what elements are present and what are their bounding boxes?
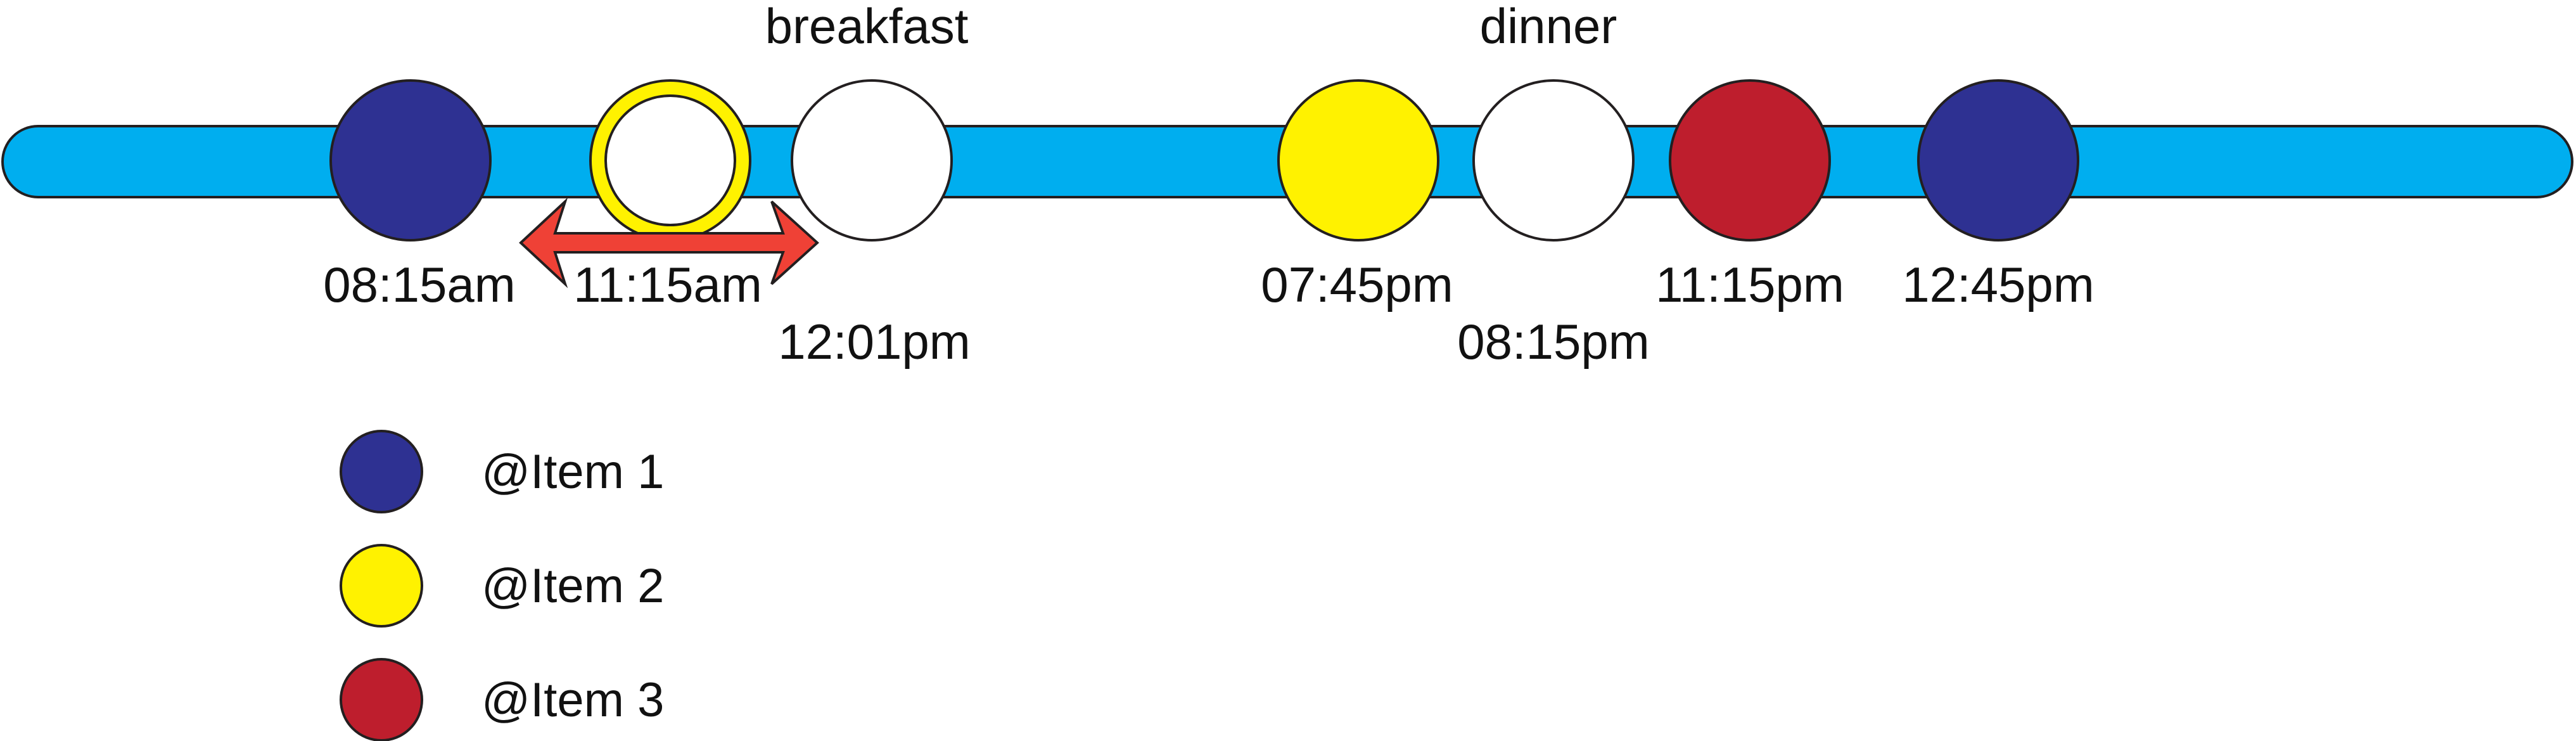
time-label-1: 08:15am bbox=[323, 257, 516, 313]
legend-label-item1: @Item 1 bbox=[481, 445, 664, 499]
time-label-5: 08:15pm bbox=[1457, 314, 1650, 370]
event-marker-6 bbox=[1669, 79, 1831, 242]
legend-swatch-item1 bbox=[340, 430, 423, 513]
time-label-3: 12:01pm bbox=[778, 314, 971, 370]
legend-label-item3: @Item 3 bbox=[481, 673, 664, 727]
event-marker-4 bbox=[1277, 79, 1439, 242]
legend-label-item2: @Item 2 bbox=[481, 559, 664, 613]
time-label-7: 12:45pm bbox=[1902, 257, 2095, 313]
event-marker-2 bbox=[589, 79, 751, 242]
time-label-2: 11:15am bbox=[573, 257, 762, 313]
double-headed-arrow-icon bbox=[519, 197, 819, 288]
event-marker-7 bbox=[1917, 79, 2079, 242]
legend-swatch-item3 bbox=[340, 658, 423, 741]
meal-label-dinner: dinner bbox=[1480, 0, 1617, 54]
event-marker-5 bbox=[1472, 79, 1635, 242]
event-marker-1 bbox=[329, 79, 492, 242]
time-label-4: 07:45pm bbox=[1261, 257, 1453, 313]
meal-label-breakfast: breakfast bbox=[765, 0, 969, 54]
event-marker-3 bbox=[791, 79, 953, 242]
time-label-6: 11:15pm bbox=[1655, 257, 1844, 313]
legend-swatch-item2 bbox=[340, 544, 423, 628]
legend: @Item 1 @Item 2 @Item 3 bbox=[340, 430, 664, 741]
